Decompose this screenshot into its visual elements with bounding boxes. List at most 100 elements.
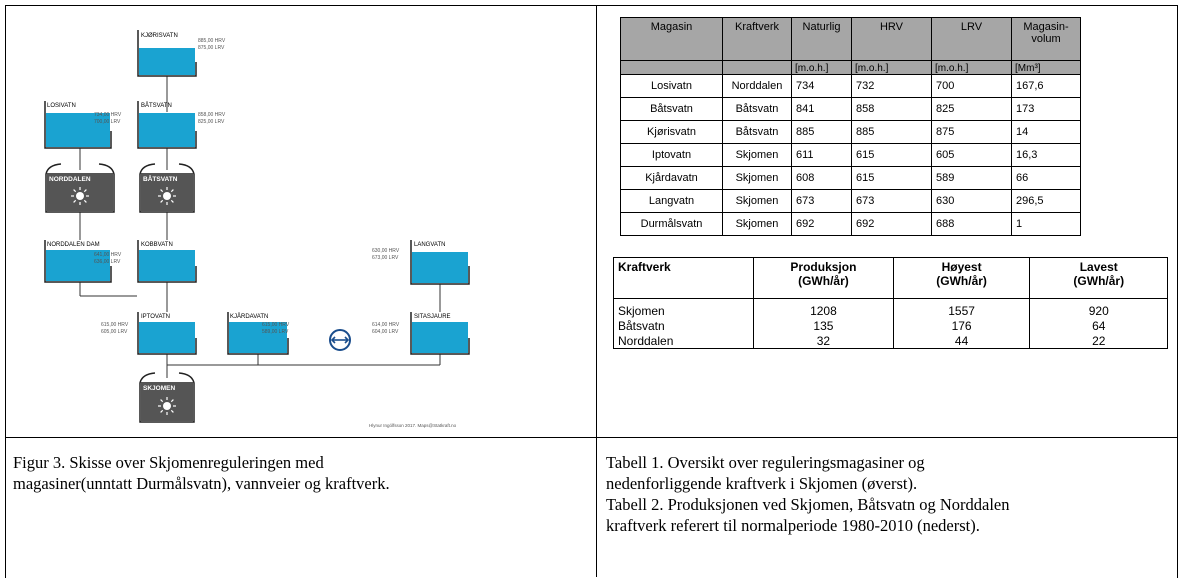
table-cell: Norddalen	[612, 333, 755, 349]
figure-caption: Figur 3. Skisse over Skjomenreguleringen…	[13, 452, 390, 494]
transfer-icon	[329, 329, 351, 351]
table-cell: Iptovatn	[620, 143, 723, 167]
table-header-row: Magasin Kraftverk Naturlig HRV LRV Magas…	[620, 17, 1081, 61]
caption-line: kraftverk referert til normalperiode 198…	[606, 516, 980, 535]
table-cell: 167,6	[1011, 74, 1081, 98]
reservoir-kobbvatn: KOBBVATN	[137, 240, 197, 283]
table-cell: Båtsvatn	[722, 120, 792, 144]
table-cell: 22	[1029, 333, 1168, 349]
column-header: LRV	[931, 17, 1012, 61]
reservoir-kjorisvatn: KJØRISVATN 885,00 HRV 875,00 LRV	[137, 30, 226, 77]
plant-name: BÅTSVATN	[143, 174, 178, 183]
reservoir-name: SITASJAURE	[414, 314, 451, 320]
table-cell: 734	[791, 74, 852, 98]
table-cell: 688	[931, 212, 1012, 236]
table-cell: 1	[1011, 212, 1081, 236]
hrv-label: 641,00 HRV	[94, 252, 122, 258]
table-cell: Båtsvatn	[620, 97, 723, 121]
table-row: Norddalen 32 44 22	[612, 333, 1168, 349]
table-row: Durmålsvatn Skjomen 692 692 688 1	[620, 212, 1081, 236]
caption-line: magasiner(unntatt Durmålsvatn), vannveie…	[13, 474, 390, 493]
table-cell: 885	[851, 120, 932, 144]
table-cell: 858	[851, 97, 932, 121]
hrv-label: 615,00 HRV	[262, 322, 290, 328]
unit-cell	[620, 60, 723, 75]
table-cell: 64	[1029, 318, 1168, 333]
table-cell: 700	[931, 74, 1012, 98]
table-cell: 608	[791, 166, 852, 190]
table-cell: 673	[791, 189, 852, 213]
reservoir-name: LOSIVATN	[47, 103, 76, 109]
turbine-icon	[157, 186, 177, 206]
unit-cell	[722, 60, 792, 75]
table-cell: Skjomen	[722, 212, 792, 236]
lrv-label: 604,00 LRV	[372, 329, 399, 335]
column-header: Kraftverk	[612, 257, 755, 299]
table-cell: 825	[931, 97, 1012, 121]
lrv-label: 605,00 LRV	[101, 329, 128, 335]
table-row: Losivatn Norddalen 734 732 700 167,6	[620, 74, 1081, 98]
table-row: Kjårdavatn Skjomen 608 615 589 66	[620, 166, 1081, 190]
table-cell: Langvatn	[620, 189, 723, 213]
reservoir-kjardavatn: KJÅRDAVATN 615,00 HRV 589,00 LRV	[227, 312, 290, 355]
hrv-label: 885,00 HRV	[198, 38, 226, 44]
column-header: Produksjon(GWh/år)	[753, 257, 894, 299]
reservoir-losivatn: LOSIVATN 734,00 HRV 700,00 LRV	[44, 101, 122, 149]
table-cell: 611	[791, 143, 852, 167]
table-cell: 920	[1029, 298, 1168, 318]
caption-line: Tabell 1. Oversikt over reguleringsmagas…	[606, 453, 925, 472]
power-plant-batsvatn: BÅTSVATN	[139, 163, 195, 213]
table-cell: 14	[1011, 120, 1081, 144]
header-line: volum	[1031, 33, 1061, 45]
reservoir-langvatn: LANGVATN 630,00 HRV 673,00 LRV	[372, 240, 470, 285]
table-cell: 1208	[753, 298, 894, 318]
table-header-row: Kraftverk Produksjon(GWh/år) Høyest(GWh/…	[612, 257, 1168, 299]
table-cell: Båtsvatn	[722, 97, 792, 121]
table-cell: Kjørisvatn	[620, 120, 723, 144]
table-caption: Tabell 1. Oversikt over reguleringsmagas…	[606, 452, 1010, 536]
table-cell: Norddalen	[722, 74, 792, 98]
reservoir-name: KJÅRDAVATN	[230, 313, 268, 320]
reservoir-name: BÅTSVATN	[141, 102, 172, 109]
plant-name: SKJOMEN	[143, 385, 175, 392]
hrv-label: 615,00 HRV	[101, 322, 129, 328]
column-header-volume: Magasin- volum	[1011, 17, 1081, 61]
skjomen-regulation-diagram: KJØRISVATN 885,00 HRV 875,00 LRV LOSIVAT…	[44, 30, 470, 428]
table-row: Langvatn Skjomen 673 673 630 296,5	[620, 189, 1081, 213]
table-cell: Skjomen	[722, 143, 792, 167]
turbine-icon	[157, 396, 177, 416]
lrv-label: 825,00 LRV	[198, 119, 225, 125]
table-row: Skjomen 1208 1557 920	[612, 298, 1168, 318]
lrv-label: 589,00 LRV	[262, 329, 289, 335]
table-cell: 692	[851, 212, 932, 236]
lrv-label: 673,00 LRV	[372, 255, 399, 261]
column-header: Lavest(GWh/år)	[1029, 257, 1168, 299]
table-cell: 176	[892, 318, 1031, 333]
plant-name: NORDDALEN	[49, 176, 91, 183]
reservoir-name: NORDDALEN DAM	[47, 242, 100, 248]
table-row: Båtsvatn Båtsvatn 841 858 825 173	[620, 97, 1081, 121]
table-cell: 296,5	[1011, 189, 1081, 213]
reservoir-sitasjaure: SITASJAURE 614,00 HRV 604,00 LRV	[372, 312, 470, 355]
row-divider	[5, 437, 1178, 438]
table-unit-row: [m.o.h.] [m.o.h.] [m.o.h.] [Mm³]	[620, 60, 1081, 75]
reservoir-batsvatn: BÅTSVATN 858,00 HRV 825,00 LRV	[137, 101, 226, 149]
table-cell: 589	[931, 166, 1012, 190]
lrv-label: 636,00 LRV	[94, 259, 121, 265]
table-cell: 841	[791, 97, 852, 121]
hrv-label: 630,00 HRV	[372, 248, 400, 254]
table-cell: 875	[931, 120, 1012, 144]
lrv-label: 700,00 LRV	[94, 119, 121, 125]
power-plant-skjomen: SKJOMEN	[139, 372, 195, 423]
table-reservoirs: Magasin Kraftverk Naturlig HRV LRV Magas…	[620, 17, 1081, 236]
table-cell: Kjårdavatn	[620, 166, 723, 190]
table-cell: 692	[791, 212, 852, 236]
table-row: Kjørisvatn Båtsvatn 885 885 875 14	[620, 120, 1081, 144]
diagram-credit: Hlynur Ingólfsson 2017. Maps@Statkraft.n…	[369, 423, 457, 428]
header-line: Magasin-	[1023, 21, 1069, 33]
power-plant-norddalen: NORDDALEN	[45, 163, 115, 213]
reservoir-norddalen-dam: NORDDALEN DAM 641,00 HRV 636,00 LRV	[44, 240, 122, 283]
table-cell: Båtsvatn	[612, 318, 755, 333]
column-header: Naturlig	[791, 17, 852, 61]
table-cell: 32	[753, 333, 894, 349]
